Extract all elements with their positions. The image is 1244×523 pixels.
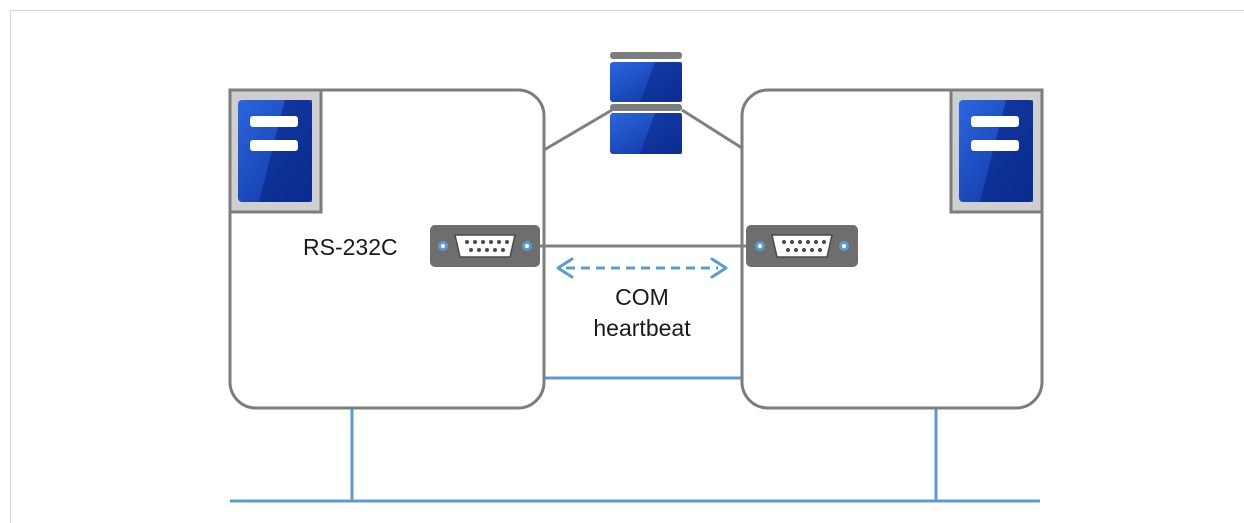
heartbeat-label-line1: COM [615,284,669,310]
left-serial-port-icon [430,225,540,267]
shared-disk-icon [610,52,682,154]
server-left-icon [228,88,323,214]
right-serial-port-icon [746,225,858,267]
port-label: RS-232C [303,234,398,260]
right-disk-link [681,108,743,150]
heartbeat-label-line2: heartbeat [593,315,691,341]
server-right-icon [949,88,1044,214]
left-disk-link [543,108,613,152]
heartbeat-arrow [556,257,728,279]
